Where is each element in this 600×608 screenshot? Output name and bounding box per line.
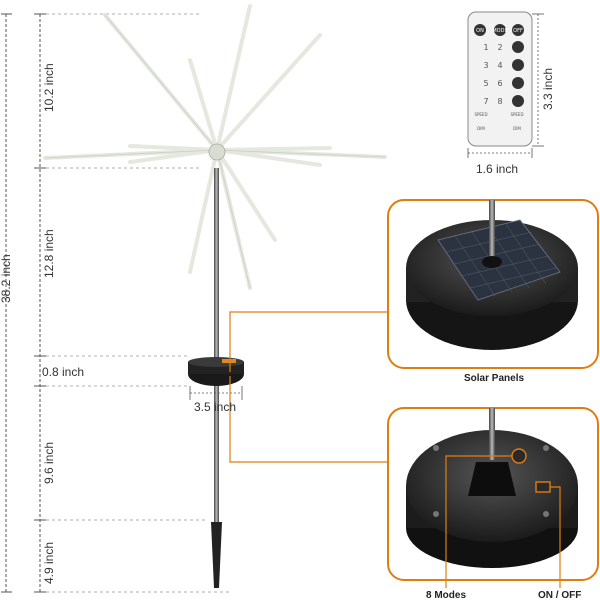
dimension-ticks xyxy=(1,13,46,593)
remote-key-8: 8 xyxy=(497,97,502,106)
remote-number-grid: 1 3 5 7 2 4 6 8 xyxy=(483,43,502,106)
solar-housing xyxy=(188,357,244,386)
housing-diameter-label: 3.5 inch xyxy=(194,400,237,414)
remote-dimension-lines xyxy=(467,13,544,158)
ground-spike xyxy=(211,522,222,588)
remote-key-5: 5 xyxy=(483,79,488,88)
housing-diameter-line xyxy=(189,386,243,400)
mode-button-icon xyxy=(511,448,527,464)
remote-on-label: ON xyxy=(476,28,484,34)
remote-key-2: 2 xyxy=(497,43,502,52)
top-section-label: 10.2 inch xyxy=(42,63,56,112)
spike-length-label: 4.9 inch xyxy=(42,541,56,584)
remote-dark-keys xyxy=(512,41,524,107)
middle-section-label: 12.8 inch xyxy=(42,229,56,278)
solar-panel-icon xyxy=(406,200,578,350)
callout-connectors xyxy=(229,311,388,463)
solar-panels-caption: Solar Panels xyxy=(464,373,525,384)
vertical-dimension-lines xyxy=(5,14,41,592)
remote-height-label: 3.3 inch xyxy=(541,67,555,110)
power-switch-icon xyxy=(535,481,551,493)
total-height-label: 38.2 inch xyxy=(0,254,13,303)
control-callout xyxy=(387,407,599,588)
remote-dim-label-2: DIM xyxy=(513,126,521,131)
modes-caption: 8 Modes xyxy=(426,590,467,601)
remote-width-label: 1.6 inch xyxy=(476,162,519,176)
remote-mode-label: MODE xyxy=(492,28,507,34)
remote-key-1: 1 xyxy=(483,43,488,52)
base-underside xyxy=(406,408,578,568)
remote-key-7: 7 xyxy=(483,97,488,106)
remote-key-6: 6 xyxy=(497,79,502,88)
lower-section-label: 9.6 inch xyxy=(42,441,56,484)
remote-bottom-labels: SPEED SPEED DIM DIM xyxy=(474,112,523,131)
remote-speed-label-2: SPEED xyxy=(510,112,523,117)
remote-control-icon: ON MODE OFF 1 3 5 7 2 4 6 8 SPEED SPE xyxy=(467,11,533,147)
control-leader-lines xyxy=(445,455,561,588)
firework-ray-outline xyxy=(44,14,386,289)
firework-light-icon xyxy=(43,4,387,290)
on-off-caption: ON / OFF xyxy=(538,590,582,601)
solar-panel-callout xyxy=(387,199,599,369)
remote-speed-label-1: SPEED xyxy=(474,112,487,117)
remote-off-label: OFF xyxy=(513,28,523,34)
lower-pole xyxy=(214,384,219,524)
remote-dim-label-1: DIM xyxy=(477,126,485,131)
remote-key-3: 3 xyxy=(483,61,488,70)
remote-key-4: 4 xyxy=(497,61,502,70)
light-pole xyxy=(214,168,219,362)
guide-lines xyxy=(46,13,230,593)
housing-height-label: 0.8 inch xyxy=(42,365,85,379)
